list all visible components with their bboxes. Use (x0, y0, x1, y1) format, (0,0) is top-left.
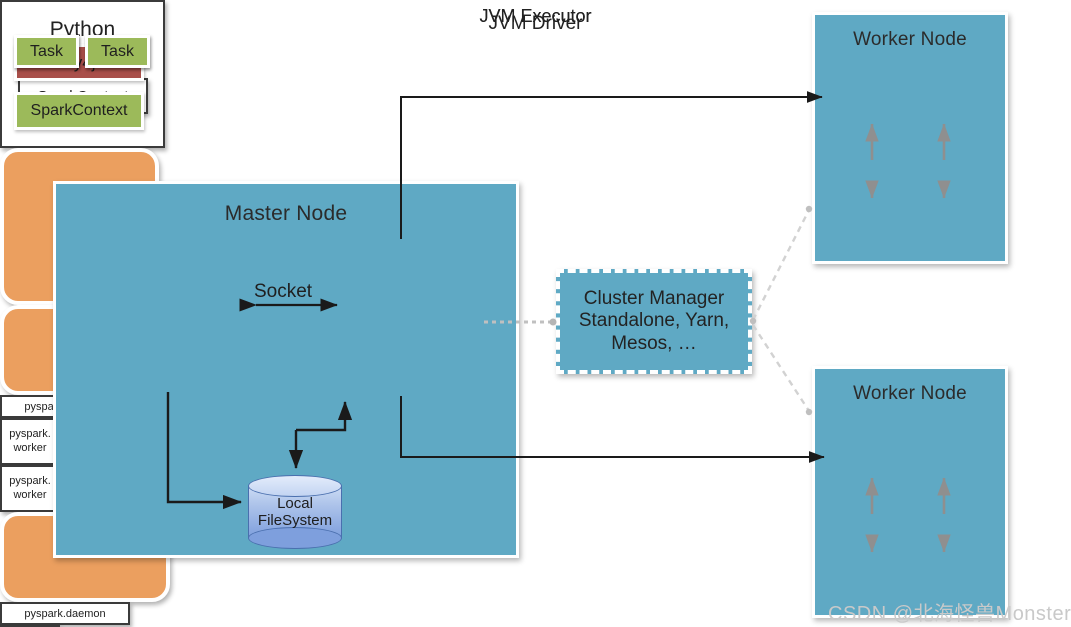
cluster-manager-line2: Standalone, Yarn, (578, 310, 730, 332)
cluster-manager-to-worker2-dashed (751, 324, 813, 416)
pyspark-worker-1b-line1: pyspark. (9, 474, 51, 487)
local-filesystem-label: Local FileSystem (248, 495, 342, 530)
socket-label: Socket (254, 281, 313, 302)
cylinder-bottom-ellipse (248, 527, 342, 549)
task-2b-label: Task (101, 42, 134, 60)
cluster-manager-to-worker1-dashed (749, 205, 813, 325)
local-filesystem-line2: FileSystem (257, 512, 333, 529)
worker-node-2-title: Worker Node (853, 383, 967, 404)
local-filesystem-line1: Local (277, 494, 313, 512)
jvm-executor-2-title: JVM Executor (479, 6, 592, 26)
pyspark-daemon-2-box: pyspark.daemon (0, 602, 130, 625)
worker-node-1-title: Worker Node (853, 29, 967, 50)
task-2a-label: Task (30, 42, 63, 60)
local-filesystem-cylinder: Local FileSystem (248, 475, 342, 549)
pyspark-worker-1a-line1: pyspark. (9, 427, 51, 440)
cluster-manager-line3: Mesos, … (611, 332, 697, 354)
pyspark-daemon-2-label: pyspark.daemon (24, 607, 106, 620)
worker-node-1-panel: Worker Node (812, 12, 1008, 264)
cluster-manager-line1: Cluster Manager (583, 287, 725, 309)
jvm-executor-1-title: JVM Executor (479, 6, 592, 26)
pyspark-worker-1a-line2: worker (13, 441, 47, 454)
pyspark-worker-1b-box: pyspark. worker (0, 465, 60, 512)
jvm-driver-title: JVM Driver (488, 13, 583, 34)
pyspark-worker-2a-box: pyspark. worker (0, 625, 60, 627)
worker-node-2-panel: Worker Node (812, 366, 1008, 618)
driver-sparkcontext-chip: SparkContext (14, 92, 144, 130)
task-chip-2b: Task (85, 35, 150, 68)
task-chip-2a: Task (14, 35, 79, 68)
pyspark-worker-1a-box: pyspark. worker (0, 418, 60, 465)
cylinder-top-ellipse (248, 475, 342, 497)
cluster-manager-box: Cluster Manager Standalone, Yarn, Mesos,… (556, 269, 752, 374)
driver-sparkcontext-label: SparkContext (30, 102, 128, 119)
pyspark-worker-1b-line2: worker (13, 488, 47, 501)
master-node-title: Master Node (224, 202, 348, 225)
watermark: CSDN @北海怪兽Monster (828, 603, 1071, 625)
cluster-manager-text: Cluster Manager Standalone, Yarn, Mesos,… (579, 288, 729, 355)
